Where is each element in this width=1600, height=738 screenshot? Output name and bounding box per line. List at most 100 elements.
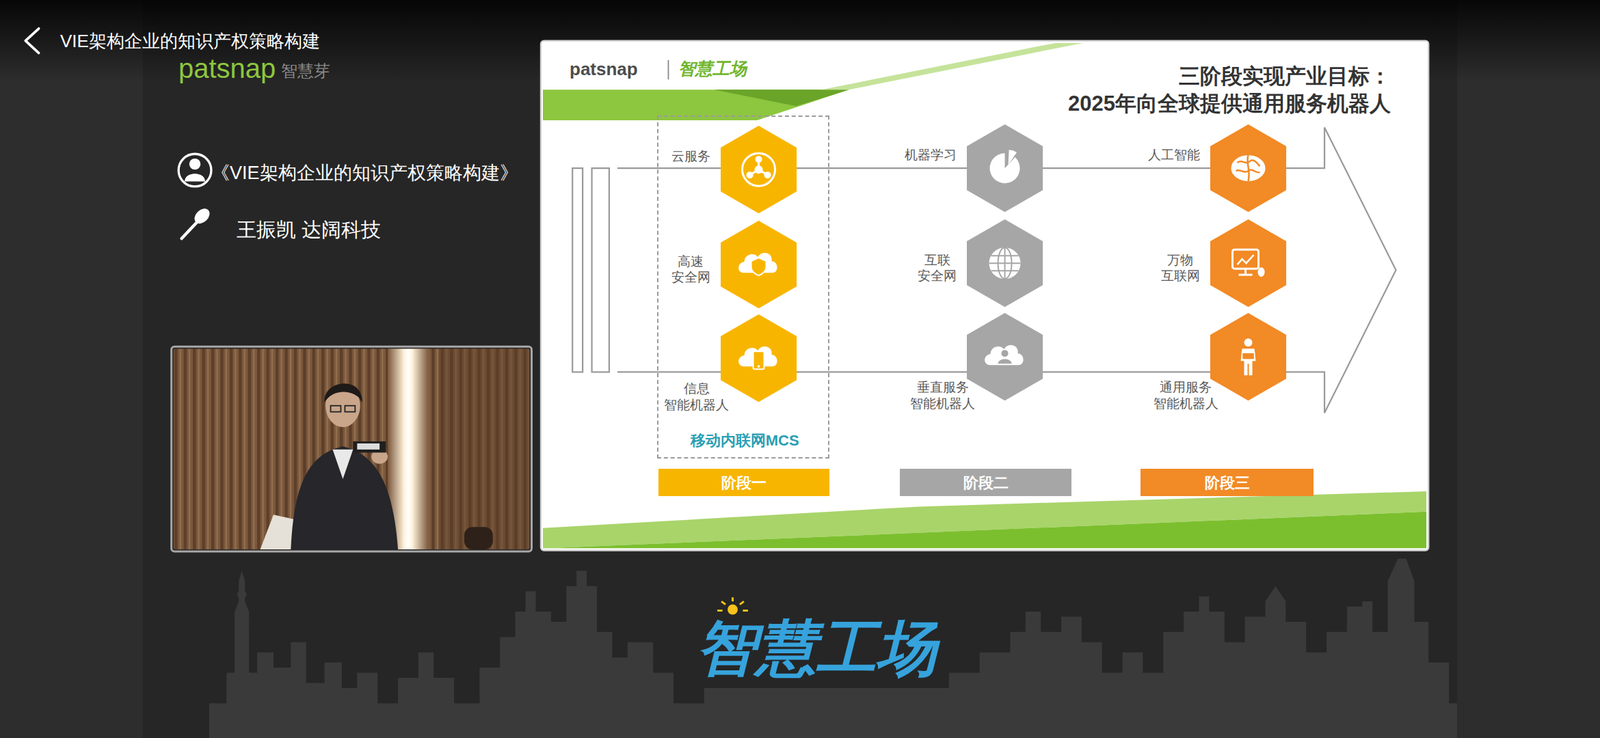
center-panel: [142, 0, 1458, 738]
icon-board: [1241, 352, 1255, 360]
person-icon: [178, 153, 212, 187]
hexagon-fill: [1210, 313, 1287, 401]
icon-person-body: [998, 358, 1012, 364]
hexagon-icon: [738, 346, 777, 370]
hexagon-icon: [738, 252, 777, 276]
logo-sun: [731, 597, 734, 602]
group-label: 移动内联网MCS: [690, 431, 800, 451]
icon-pie: [990, 153, 1021, 184]
video-frame: [464, 527, 493, 550]
slide-brand: patsnap: [569, 58, 638, 81]
logo-divider: [668, 60, 670, 80]
hexagon-icon: [989, 247, 1021, 279]
logo-sun: [717, 597, 749, 615]
hexagon-label: 机器学习: [904, 147, 957, 164]
hexagon-node: 通用服务 智能机器人: [1210, 313, 1287, 401]
icon-cloud: [985, 345, 1024, 366]
person-icon: [184, 173, 206, 182]
stage-button: 阶段一: [658, 469, 831, 497]
hexagon-node: 互联 安全网: [966, 219, 1043, 308]
hexagon-icon: [741, 153, 775, 186]
hexagon-shape: [720, 314, 797, 403]
video-frame: [330, 406, 342, 413]
slide: [542, 43, 1427, 550]
back-arrow: [25, 28, 39, 54]
hexagon-fill: [720, 125, 797, 214]
hexagon-label: 万物 互联网: [1161, 252, 1200, 286]
icon-pie-slice: [1008, 149, 1017, 165]
hexagon-label: 信息 智能机器人: [663, 380, 729, 414]
icon-dot: [763, 171, 771, 179]
hexagon-node: 高速 安全网: [720, 220, 797, 309]
city-skyline: [209, 558, 1458, 738]
hexagon-shape: [966, 313, 1043, 401]
hexagon-label: 高速 安全网: [671, 253, 711, 287]
stage-button: 阶段二: [899, 469, 1072, 497]
hexagon-label: 云服务: [671, 148, 711, 165]
city-skyline: [209, 558, 1458, 738]
video-frame: [171, 346, 532, 552]
slide-heading: 三阶段实现产业目标： 2025年向全球提供通用服务机器人: [1068, 62, 1391, 119]
brand-logo-cn: 智慧芽: [281, 60, 331, 82]
stage-label: 阶段三: [1204, 473, 1250, 493]
slide-event-logo: 智慧工场: [678, 58, 747, 80]
slide: [714, 89, 850, 106]
slide: [542, 512, 1427, 550]
icon-person-body: [1240, 348, 1256, 376]
hexagon-shape: [1210, 313, 1287, 401]
speaker-name: 王振凯 达阔科技: [236, 217, 381, 243]
slide: [540, 41, 1429, 552]
video-frame: [352, 441, 386, 453]
hexagon-fill: [966, 219, 1043, 308]
city-skyline: [237, 590, 247, 599]
hexagon-node: 信息 智能机器人: [720, 314, 797, 403]
video-frame: [356, 443, 380, 450]
hexagon-shape: [720, 220, 797, 309]
video-frame: [332, 449, 354, 480]
event-logo: 智慧工场: [696, 611, 937, 687]
talk-title: 《VIE架构企业的知识产权策略构建》: [211, 162, 519, 186]
hexagon-label: 人工智能: [1148, 147, 1200, 164]
icon-globe: [989, 247, 1021, 279]
hexagon-fill: [1210, 219, 1287, 308]
icon-mouse: [1257, 267, 1265, 277]
hexagon-icon: [990, 149, 1021, 184]
icon-ring: [741, 153, 775, 186]
progress-arrow: [592, 168, 610, 372]
microphone-icon: [181, 205, 213, 239]
hexagon-shape: [720, 125, 797, 214]
city-skyline: [234, 620, 249, 635]
hexagon-shape: [966, 219, 1043, 308]
logo-sun: [727, 605, 738, 616]
icon-person-head: [1243, 338, 1252, 347]
slide: [821, 43, 1084, 91]
video-frame: [173, 348, 530, 550]
hexagon-label: 互联 安全网: [917, 252, 957, 286]
hexagon-label: 垂直服务 智能机器人: [910, 379, 976, 413]
hexagon-node: 人工智能: [1210, 124, 1287, 212]
hexagon-icon: [1232, 249, 1265, 277]
hexagon-fill: [720, 314, 797, 403]
icon-globe-line: [991, 270, 1019, 272]
icon-phone: [752, 351, 764, 370]
stage-label: 阶段二: [963, 473, 1009, 493]
hexagon-node: 垂直服务 智能机器人: [966, 313, 1043, 401]
icon-dot: [754, 165, 763, 174]
microphone-icon: [181, 222, 197, 239]
hexagon-shape: [1210, 219, 1287, 308]
hexagon-fill: [966, 313, 1043, 401]
video-frame: [324, 383, 362, 403]
hexagon-shape: [1210, 124, 1287, 212]
video-frame: [438, 348, 530, 550]
logo-sun: [742, 609, 748, 612]
icon-globe-line: [991, 255, 1019, 257]
video-frame: [290, 446, 398, 550]
icon-chart: [1236, 255, 1254, 265]
stage-label: 阶段一: [721, 473, 767, 493]
phase-group-frame: 云服务高速 安全网信息 智能机器人移动内联网MCS: [657, 115, 830, 460]
hexagon-fill: [720, 220, 797, 309]
icon-monitor: [1232, 249, 1259, 269]
